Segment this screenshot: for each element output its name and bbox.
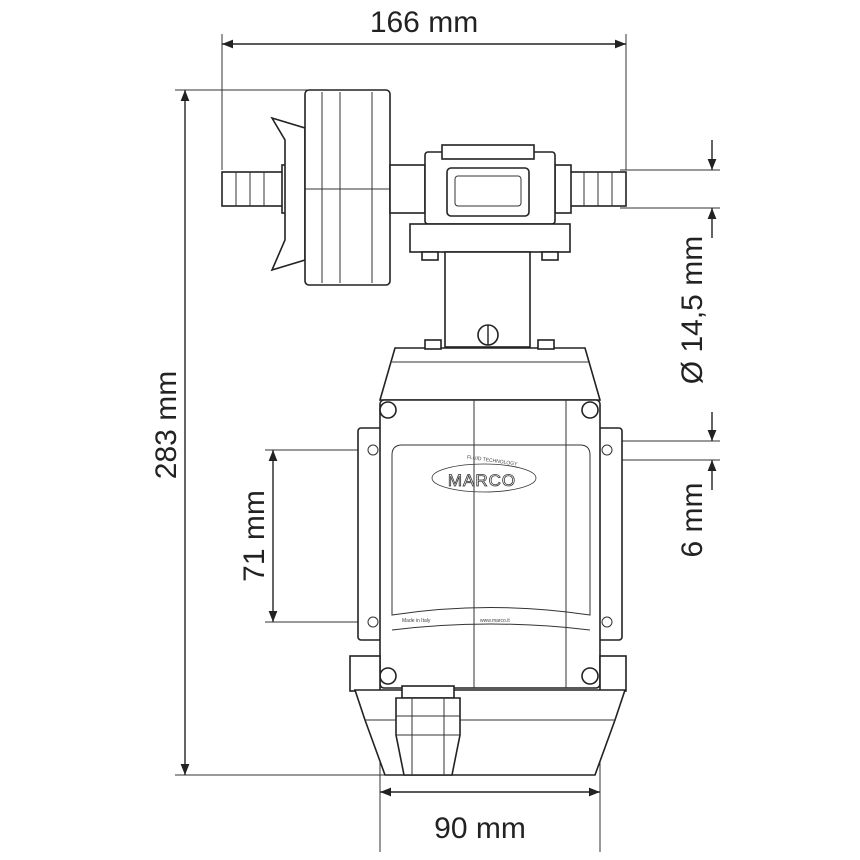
- dimension-label: 166 mm: [370, 6, 478, 39]
- pump-neck: [444, 251, 531, 348]
- motor-cap: [378, 347, 602, 401]
- website-text: www.marco.it: [480, 618, 510, 624]
- pump-head: [409, 144, 571, 261]
- hose-barb-right: [554, 164, 627, 214]
- dimension-width-overall: 166 mm: [221, 6, 627, 170]
- motor-housing: [379, 399, 601, 689]
- dimension-label: 6 mm: [676, 483, 709, 558]
- dimension-mount-spacing: 71 mm: [238, 449, 380, 623]
- dimension-hose-diameter: Ø 14,5 mm: [620, 140, 720, 384]
- dimension-height-overall: 283 mm: [150, 89, 390, 776]
- dimension-mount-slot: 6 mm: [600, 412, 720, 558]
- dimension-label: 90 mm: [434, 812, 526, 845]
- mount-bracket-right: [597, 427, 623, 641]
- dimension-label: 71 mm: [238, 490, 271, 582]
- brand-logo: MARCO FLUID TECHNOLOGY Made in Italy www…: [402, 455, 537, 624]
- pump-body: MARCO FLUID TECHNOLOGY Made in Italy www…: [221, 89, 627, 776]
- dimension-label: Ø 14,5 mm: [676, 236, 709, 384]
- origin-text: Made in Italy: [402, 618, 431, 624]
- mount-bracket-left: [357, 427, 383, 641]
- cable-gland: [395, 685, 461, 776]
- brand-name: MARCO: [448, 471, 516, 490]
- dimension-label: 283 mm: [150, 371, 183, 479]
- inline-filter: [270, 89, 426, 286]
